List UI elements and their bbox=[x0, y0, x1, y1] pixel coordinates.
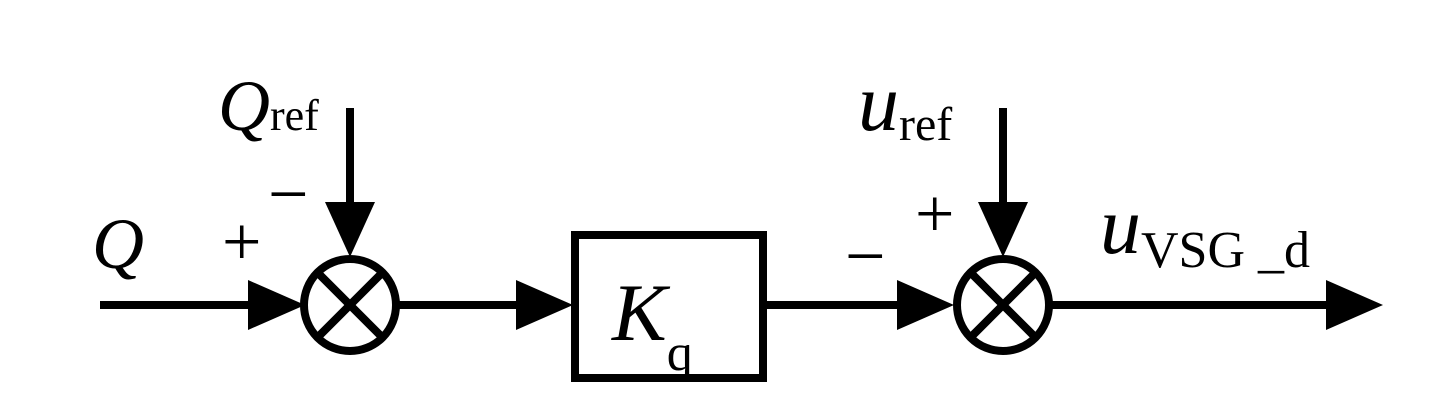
output-symbol: u bbox=[1100, 180, 1141, 271]
feedback-sign: − bbox=[845, 216, 886, 296]
uref-subscript: ref bbox=[899, 98, 953, 151]
output-arrowhead bbox=[1326, 280, 1383, 330]
qref-subscript: ref bbox=[270, 91, 319, 140]
qref-label: Qref bbox=[218, 70, 319, 142]
output-subscript: VSG _d bbox=[1141, 222, 1311, 279]
junction2-feedback-arrowhead bbox=[897, 280, 954, 330]
qref-arrowhead bbox=[325, 202, 375, 257]
input-q-sign: + bbox=[222, 204, 262, 281]
gain-symbol: K bbox=[612, 267, 667, 358]
gain-subscript: q bbox=[666, 325, 693, 382]
uref-symbol: u bbox=[858, 57, 899, 148]
uref-sign: + bbox=[915, 176, 955, 253]
qref-sign: − bbox=[268, 154, 309, 234]
gain-block bbox=[571, 231, 767, 382]
uref-label: uref bbox=[858, 62, 952, 149]
summing-junction-1 bbox=[300, 255, 400, 355]
uref-arrowhead bbox=[978, 202, 1028, 257]
input-q-symbol: Q bbox=[92, 204, 144, 284]
input-q-arrowhead bbox=[248, 280, 305, 330]
input-q-label: Q bbox=[92, 208, 144, 280]
qref-symbol: Q bbox=[218, 66, 270, 146]
gain-label: Kq bbox=[612, 272, 693, 380]
output-label: uVSG _d bbox=[1100, 185, 1310, 277]
summing-junction-2 bbox=[953, 255, 1053, 355]
gain-input-arrowhead bbox=[516, 280, 573, 330]
